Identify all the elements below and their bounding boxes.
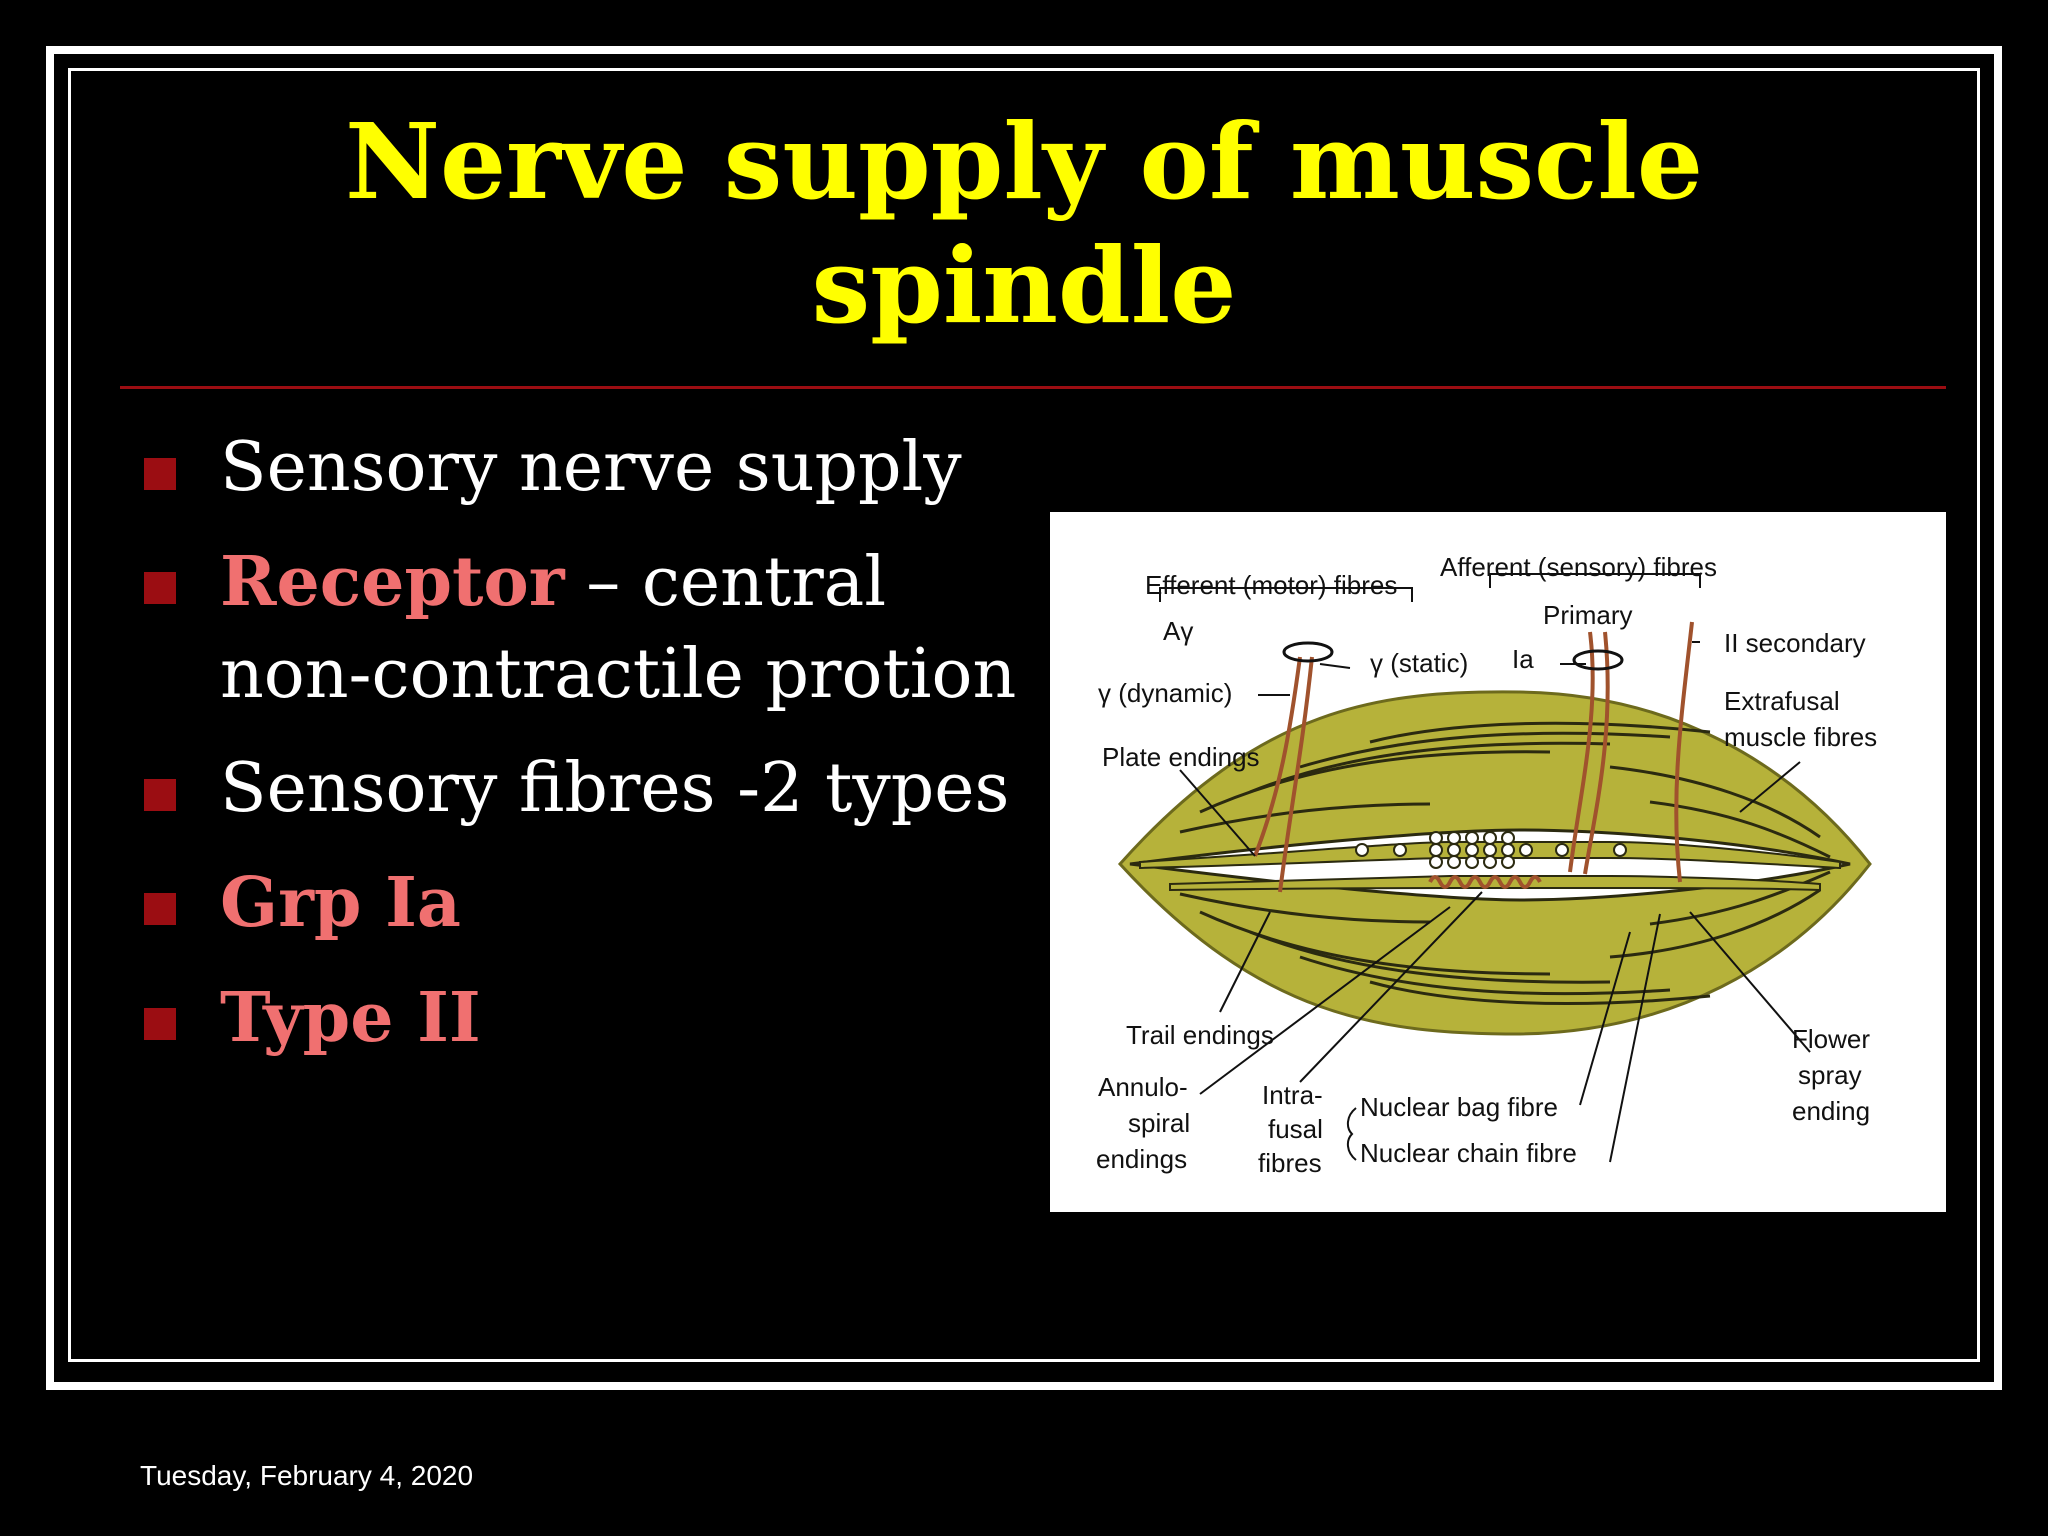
nuclear-chain-fibre bbox=[1169, 875, 1821, 892]
muscle-spindle-diagram: Efferent (motor) fibres Afferent (sensor… bbox=[1096, 552, 1877, 1178]
label-primary: Primary bbox=[1543, 600, 1633, 630]
label-intra-1: Intra- bbox=[1262, 1080, 1323, 1110]
leader-lines bbox=[1159, 573, 1811, 1163]
label-extrafusal-1: Extrafusal bbox=[1724, 686, 1840, 716]
title-divider bbox=[120, 386, 1946, 389]
label-gamma-dynamic: γ (dynamic) bbox=[1098, 678, 1232, 708]
bullet-text: Sensory nerve supply bbox=[220, 428, 962, 507]
label-plate-endings: Plate endings bbox=[1102, 742, 1260, 772]
annulospiral-ending bbox=[1428, 875, 1542, 889]
gamma-static-ring bbox=[1282, 641, 1334, 663]
label-intra-2: fusal bbox=[1268, 1114, 1323, 1144]
bullet-square-icon bbox=[144, 572, 176, 604]
bullet-text: – central non-contractile protion bbox=[220, 543, 1017, 714]
slide-inner-border bbox=[68, 68, 1980, 1362]
label-annulo-2: spiral bbox=[1128, 1108, 1190, 1138]
bullet-square-icon bbox=[144, 1008, 176, 1040]
slide-title: Nerve supply of muscle spindle bbox=[68, 100, 1980, 348]
bullet-square-icon bbox=[144, 893, 176, 925]
slide-date: Tuesday, February 4, 2020 bbox=[140, 1460, 474, 1491]
bullet-text: Sensory fibres -2 types bbox=[220, 749, 1010, 828]
label-intra-3: fibres bbox=[1258, 1148, 1322, 1178]
muscle-striations bbox=[1179, 721, 1831, 1006]
bullet-accent-text: Type II bbox=[220, 978, 481, 1058]
bullet-sensory-fibres: Sensory fibres -2 types bbox=[140, 743, 1020, 835]
label-afferent: Afferent (sensory) fibres bbox=[1440, 552, 1717, 582]
label-annulo-1: Annulo- bbox=[1098, 1072, 1188, 1102]
muscle-spindle-figure: Efferent (motor) fibres Afferent (sensor… bbox=[1050, 512, 1946, 1212]
label-extrafusal-2: muscle fibres bbox=[1724, 722, 1877, 752]
label-flower-2: spray bbox=[1798, 1060, 1862, 1090]
label-nuclear-bag: Nuclear bag fibre bbox=[1360, 1092, 1558, 1122]
slide-outer-border bbox=[46, 46, 2002, 1390]
title-line-1: Nerve supply of muscle bbox=[344, 100, 1704, 223]
label-ia: Ia bbox=[1512, 644, 1534, 674]
nerve-fibres bbox=[1253, 621, 1694, 893]
label-nuclear-chain: Nuclear chain fibre bbox=[1360, 1138, 1577, 1168]
ia-ring bbox=[1572, 649, 1624, 671]
bullet-accent-text: Receptor bbox=[220, 542, 565, 622]
bullet-accent-text: Grp Ia bbox=[220, 863, 461, 943]
bullet-square-icon bbox=[144, 779, 176, 811]
bullet-receptor: Receptor – central non-contractile proti… bbox=[140, 536, 1020, 721]
nuclei bbox=[1355, 831, 1627, 869]
label-efferent: Efferent (motor) fibres bbox=[1145, 570, 1397, 600]
label-flower-3: ending bbox=[1792, 1096, 1870, 1126]
label-ii-secondary: II secondary bbox=[1724, 628, 1866, 658]
bullet-type-ii: Type II bbox=[140, 972, 1020, 1065]
bullet-list: Sensory nerve supply Receptor – central … bbox=[140, 422, 1020, 1087]
label-trail-endings: Trail endings bbox=[1126, 1020, 1274, 1050]
label-gamma-static: γ (static) bbox=[1370, 648, 1468, 678]
bullet-square-icon bbox=[144, 458, 176, 490]
bullet-sensory-supply: Sensory nerve supply bbox=[140, 422, 1020, 514]
label-a-gamma: Aγ bbox=[1163, 616, 1193, 646]
label-flower-1: Flower bbox=[1792, 1024, 1870, 1054]
title-line-2: spindle bbox=[811, 224, 1237, 347]
bullet-grp-ia: Grp Ia bbox=[140, 857, 1020, 950]
label-annulo-3: endings bbox=[1096, 1144, 1187, 1174]
